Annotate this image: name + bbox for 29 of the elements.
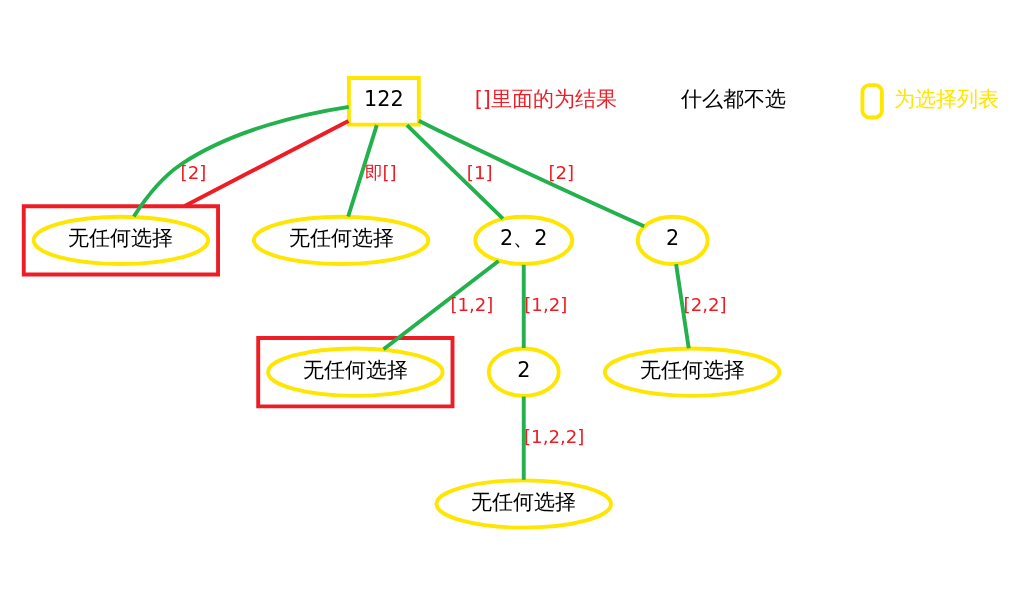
node-ellipse: 无任何选择 [602,346,782,398]
cluster [256,335,455,408]
edge-label: 即[] [364,161,397,183]
node-ellipse: 无任何选择 [266,346,445,398]
node-ellipse: 2、2 [473,214,575,266]
connector [382,258,500,351]
connector [521,264,526,348]
connector [346,124,379,217]
label: 什么都不选 [681,86,787,111]
edge-label: [2] [548,161,575,183]
node-ellipse: 无任何选择 [31,214,211,266]
label: []里面的为结果 [474,86,617,111]
edge-label: [1] [466,161,493,183]
node-ellipse: 2 [486,346,561,398]
edge-label: [2] [180,161,207,183]
node-box: 122 [346,75,421,127]
cluster [21,203,220,276]
edge-label: [1,2] [450,293,494,315]
legend-label: 为选择列表 [894,86,1000,111]
connector [674,263,691,348]
connector [183,118,350,208]
connector [418,118,645,228]
node-ellipse: 无任何选择 [251,214,431,266]
connector [405,123,505,220]
edge-label: [2,2] [683,293,727,315]
connector [521,396,526,480]
node-ellipse: 2 [635,214,710,266]
connector [132,104,350,218]
node-ellipse: 无任何选择 [434,477,613,530]
